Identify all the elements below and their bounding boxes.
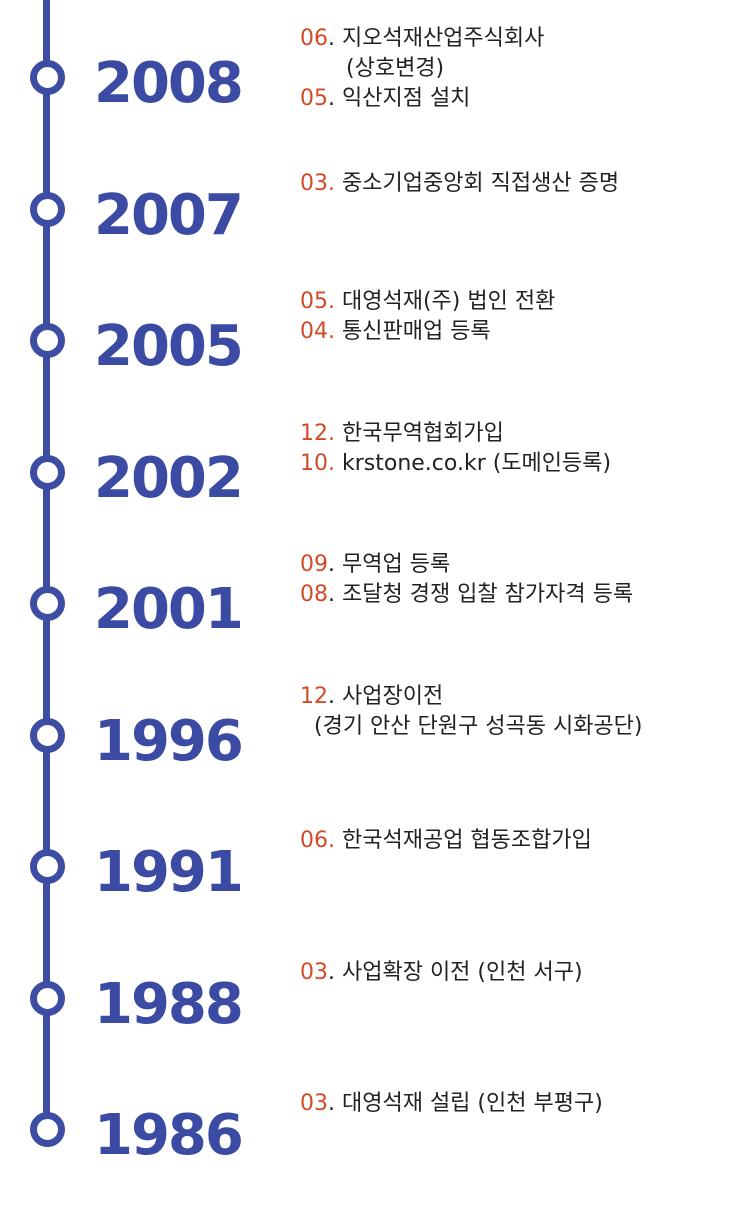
timeline-dot: [30, 1112, 65, 1147]
event-text: 통신판매업 등록: [335, 319, 491, 344]
timeline-event: 12. 한국무역협회가입: [300, 419, 750, 449]
timeline-year: 2008: [94, 51, 244, 116]
event-text: 한국무역협회가입: [335, 420, 504, 446]
timeline-year: 1991: [94, 840, 244, 905]
timeline-line: [43, 0, 50, 1135]
timeline-event: 09. 무역업 등록: [300, 550, 750, 580]
timeline-events: 06. 한국석재공업 협동조합가입: [300, 826, 750, 856]
event-continuation: (상호변경): [346, 56, 445, 81]
event-text: 대영석재(주) 법인 전환: [335, 289, 556, 314]
timeline-year: 1988: [94, 971, 244, 1037]
timeline-event: 05. 대영석재(주) 법인 전환: [300, 287, 750, 317]
timeline-entry: 1991 06. 한국석재공업 협동조합가입: [0, 811, 750, 943]
event-month: 09: [300, 552, 328, 577]
event-text: . 조달청 경쟁 입찰 참가자격 등록: [328, 582, 634, 607]
event-text: 한국석재공업 협동조합가입: [335, 828, 592, 853]
event-continuation: (경기 안산 단원구 성곡동 시화공단): [314, 713, 643, 739]
timeline-event: 04. 통신판매업 등록: [300, 317, 750, 347]
timeline-event: 06. 한국석재공업 협동조합가입: [300, 826, 750, 856]
event-month: 03.: [300, 170, 335, 196]
timeline-event: 03. 사업확장 이전 (인천 서구): [300, 958, 750, 988]
timeline-events: 06. 지오석재산업주식회사(상호변경)05. 익산지점 설치: [300, 24, 750, 114]
timeline-event: 06. 지오석재산업주식회사: [300, 24, 750, 54]
event-text: . 지오석재산업주식회사: [328, 26, 545, 51]
timeline-dot: [30, 717, 65, 753]
timeline-dot: [30, 454, 65, 490]
timeline-event: 10. krstone.co.kr (도메인등록): [300, 449, 750, 479]
timeline-dot: [30, 980, 65, 1016]
timeline-event: 03. 중소기업중앙회 직접생산 증명: [300, 169, 750, 199]
event-month: 05: [300, 86, 328, 111]
event-month: 05.: [300, 289, 335, 314]
event-text: . 사업장이전: [328, 683, 444, 709]
timeline-dot: [30, 586, 65, 621]
timeline-year: 1986: [94, 1103, 244, 1168]
event-month: 06.: [300, 828, 335, 853]
event-month: 04.: [300, 319, 335, 344]
event-text: . 대영석재 설립 (인천 부평구): [328, 1091, 603, 1116]
timeline-events: 03. 중소기업중앙회 직접생산 증명: [300, 169, 750, 199]
event-text: . 무역업 등록: [328, 552, 451, 577]
timeline-event: 05. 익산지점 설치: [300, 84, 750, 114]
event-month: 12: [300, 683, 328, 709]
event-text: 중소기업중앙회 직접생산 증명: [335, 170, 620, 196]
timeline-event: 08. 조달청 경쟁 입찰 참가자격 등록: [300, 580, 750, 610]
event-month: 03: [300, 959, 328, 985]
event-text: . 사업확장 이전 (인천 서구): [328, 959, 583, 985]
timeline-events: 03. 대영석재 설립 (인천 부평구): [300, 1089, 750, 1119]
timeline-year: 1996: [94, 708, 244, 774]
event-month: 06: [300, 26, 328, 51]
event-month: 08: [300, 582, 328, 607]
timeline-entry: 1986 03. 대영석재 설립 (인천 부평구): [0, 1074, 750, 1206]
timeline-year: 2001: [94, 577, 244, 642]
timeline-dot: [30, 60, 65, 95]
timeline-events: 12. 사업장이전(경기 안산 단원구 성곡동 시화공단): [300, 682, 750, 742]
timeline-entry: 2007 03. 중소기업중앙회 직접생산 증명: [0, 154, 750, 286]
event-month: 12.: [300, 420, 335, 446]
timeline-event: 03. 대영석재 설립 (인천 부평구): [300, 1089, 750, 1119]
timeline-dot: [30, 849, 65, 884]
timeline-dot: [30, 191, 65, 227]
timeline-year: 2005: [94, 314, 244, 379]
event-month: 10.: [300, 450, 335, 476]
event-text: krstone.co.kr (도메인등록): [335, 450, 612, 476]
timeline-entry: 1988 03. 사업확장 이전 (인천 서구): [0, 943, 750, 1075]
timeline-year: 2002: [94, 445, 244, 511]
event-text: . 익산지점 설치: [328, 86, 471, 111]
event-month: 03: [300, 1091, 328, 1116]
timeline-dot: [30, 323, 65, 358]
timeline-event: 12. 사업장이전: [300, 682, 750, 712]
timeline-events: 03. 사업확장 이전 (인천 서구): [300, 958, 750, 988]
timeline-year: 2007: [94, 182, 244, 248]
